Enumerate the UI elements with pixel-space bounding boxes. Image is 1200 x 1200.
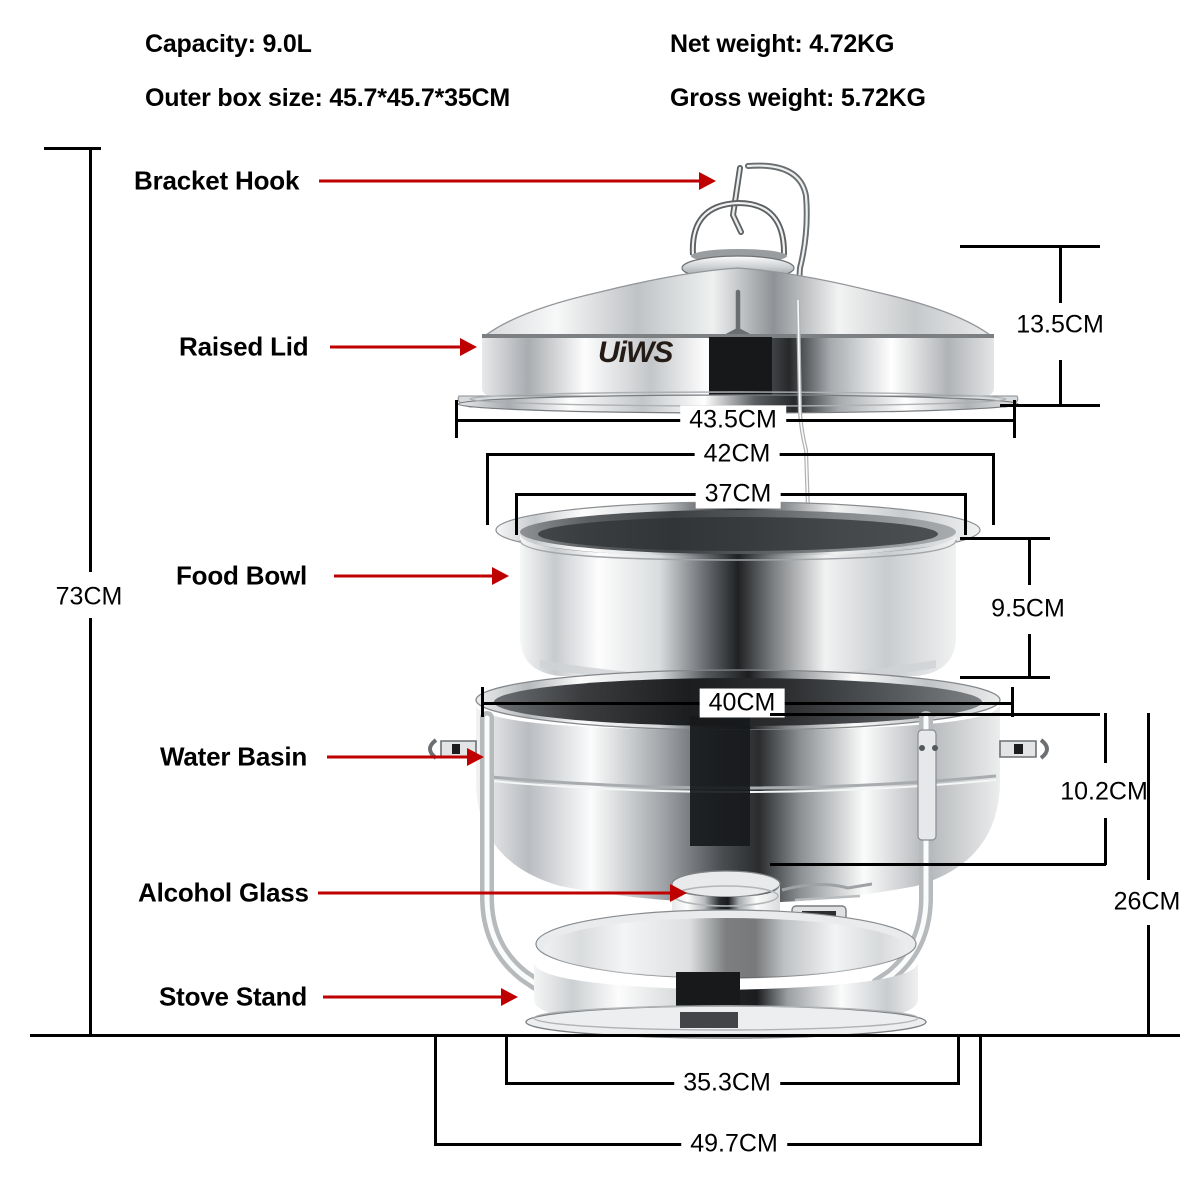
dim-37cm-tick-right xyxy=(964,493,967,535)
dim-40cm-tick-left xyxy=(481,687,484,717)
leader-arrow-raised-lid xyxy=(460,338,477,356)
stove-base-part xyxy=(525,909,927,1039)
raised-lid-part: UiWS xyxy=(457,255,1019,414)
dim-135cm-top-ext xyxy=(960,245,1100,248)
callout-label-raised-lid: Raised Lid xyxy=(179,331,309,362)
spec-capacity: Capacity: 9.0L xyxy=(145,30,312,58)
leader-arrow-water-basin xyxy=(467,748,484,766)
dim-435cm-tick-right xyxy=(1013,400,1016,438)
brand-logo-text: UiWS xyxy=(598,336,673,369)
leader-arrow-alcohol-glass xyxy=(670,884,687,902)
leader-arrow-food-bowl xyxy=(492,567,509,585)
dim-text-135cm: 13.5CM xyxy=(1007,310,1113,340)
dim-102cm-line-upper xyxy=(1104,713,1107,763)
leader-arrow-stove-stand xyxy=(501,988,518,1006)
alcohol-glass-part xyxy=(671,870,873,946)
dim-95cm-top-ext xyxy=(960,537,1050,540)
dim-text-42cm: 42CM xyxy=(694,439,780,469)
dim-text-95cm: 9.5CM xyxy=(982,594,1074,624)
leader-line-bracket-hook xyxy=(319,179,699,183)
dim-353cm-tick-right xyxy=(957,1036,960,1084)
dim-26cm-line-upper xyxy=(1147,713,1150,880)
dim-135cm-line-upper xyxy=(1059,245,1062,303)
dim-26cm-line-lower xyxy=(1147,925,1150,1035)
leader-line-water-basin xyxy=(327,755,467,759)
spec-outer-box-size: Outer box size: 45.7*45.7*35CM xyxy=(145,84,510,112)
spec-gross-weight: Gross weight: 5.72KG xyxy=(670,84,926,112)
callout-label-stove-stand: Stove Stand xyxy=(159,981,308,1012)
dim-353cm-tick-left xyxy=(505,1036,508,1084)
dim-text-37cm: 37CM xyxy=(695,479,781,509)
dim-73cm-top-tick xyxy=(44,147,101,150)
dim-435cm-tick-left xyxy=(455,400,458,438)
leader-line-food-bowl xyxy=(334,574,492,578)
callout-label-food-bowl: Food Bowl xyxy=(176,560,308,591)
dim-95cm-line-upper xyxy=(1028,537,1031,585)
dim-37cm-tick-left xyxy=(515,493,518,535)
lid-hanger-pin xyxy=(796,299,810,511)
dim-text-26cm: 26CM xyxy=(1104,887,1190,917)
stove-stand-frame xyxy=(480,711,938,991)
dim-102cm-line-lower xyxy=(1104,818,1107,865)
dim-73cm-bottom-tick xyxy=(30,1034,1180,1037)
leader-arrow-bracket-hook xyxy=(699,172,716,190)
dim-40cm-tick-right xyxy=(1011,687,1014,717)
leader-line-alcohol-glass xyxy=(318,891,670,895)
dim-497cm-tick-left xyxy=(434,1036,437,1146)
callout-label-bracket-hook: Bracket Hook xyxy=(134,165,300,196)
dim-text-102cm: 10.2CM xyxy=(1051,777,1157,807)
leader-line-stove-stand xyxy=(323,995,501,999)
dim-102cm-bottom-ext xyxy=(770,863,1106,866)
dim-42cm-tick-right xyxy=(992,453,995,525)
dim-text-435cm: 43.5CM xyxy=(680,405,786,435)
dim-text-497cm: 49.7CM xyxy=(681,1129,787,1159)
callout-label-alcohol-glass: Alcohol Glass xyxy=(138,877,309,908)
dim-497cm-tick-right xyxy=(979,1036,982,1146)
spec-net-weight: Net weight: 4.72KG xyxy=(670,30,895,58)
dim-95cm-line-lower xyxy=(1028,634,1031,678)
dim-95cm-bottom-ext xyxy=(960,676,1050,679)
dim-text-73cm: 73CM xyxy=(46,582,132,612)
food-bowl-part xyxy=(495,501,981,685)
dim-73cm-line-upper xyxy=(89,147,92,572)
dim-73cm-line-lower xyxy=(89,618,92,1036)
basin-handle-right xyxy=(999,738,1049,760)
dim-135cm-bottom-ext xyxy=(1000,404,1100,407)
dim-text-40cm: 40CM xyxy=(699,688,785,718)
callout-label-water-basin: Water Basin xyxy=(160,741,308,772)
dim-42cm-tick-left xyxy=(486,453,489,525)
dim-text-353cm: 35.3CM xyxy=(674,1068,780,1098)
dim-102cm-top-ext xyxy=(770,713,1100,716)
leader-line-raised-lid xyxy=(330,345,460,349)
dim-135cm-line-lower xyxy=(1059,360,1062,406)
